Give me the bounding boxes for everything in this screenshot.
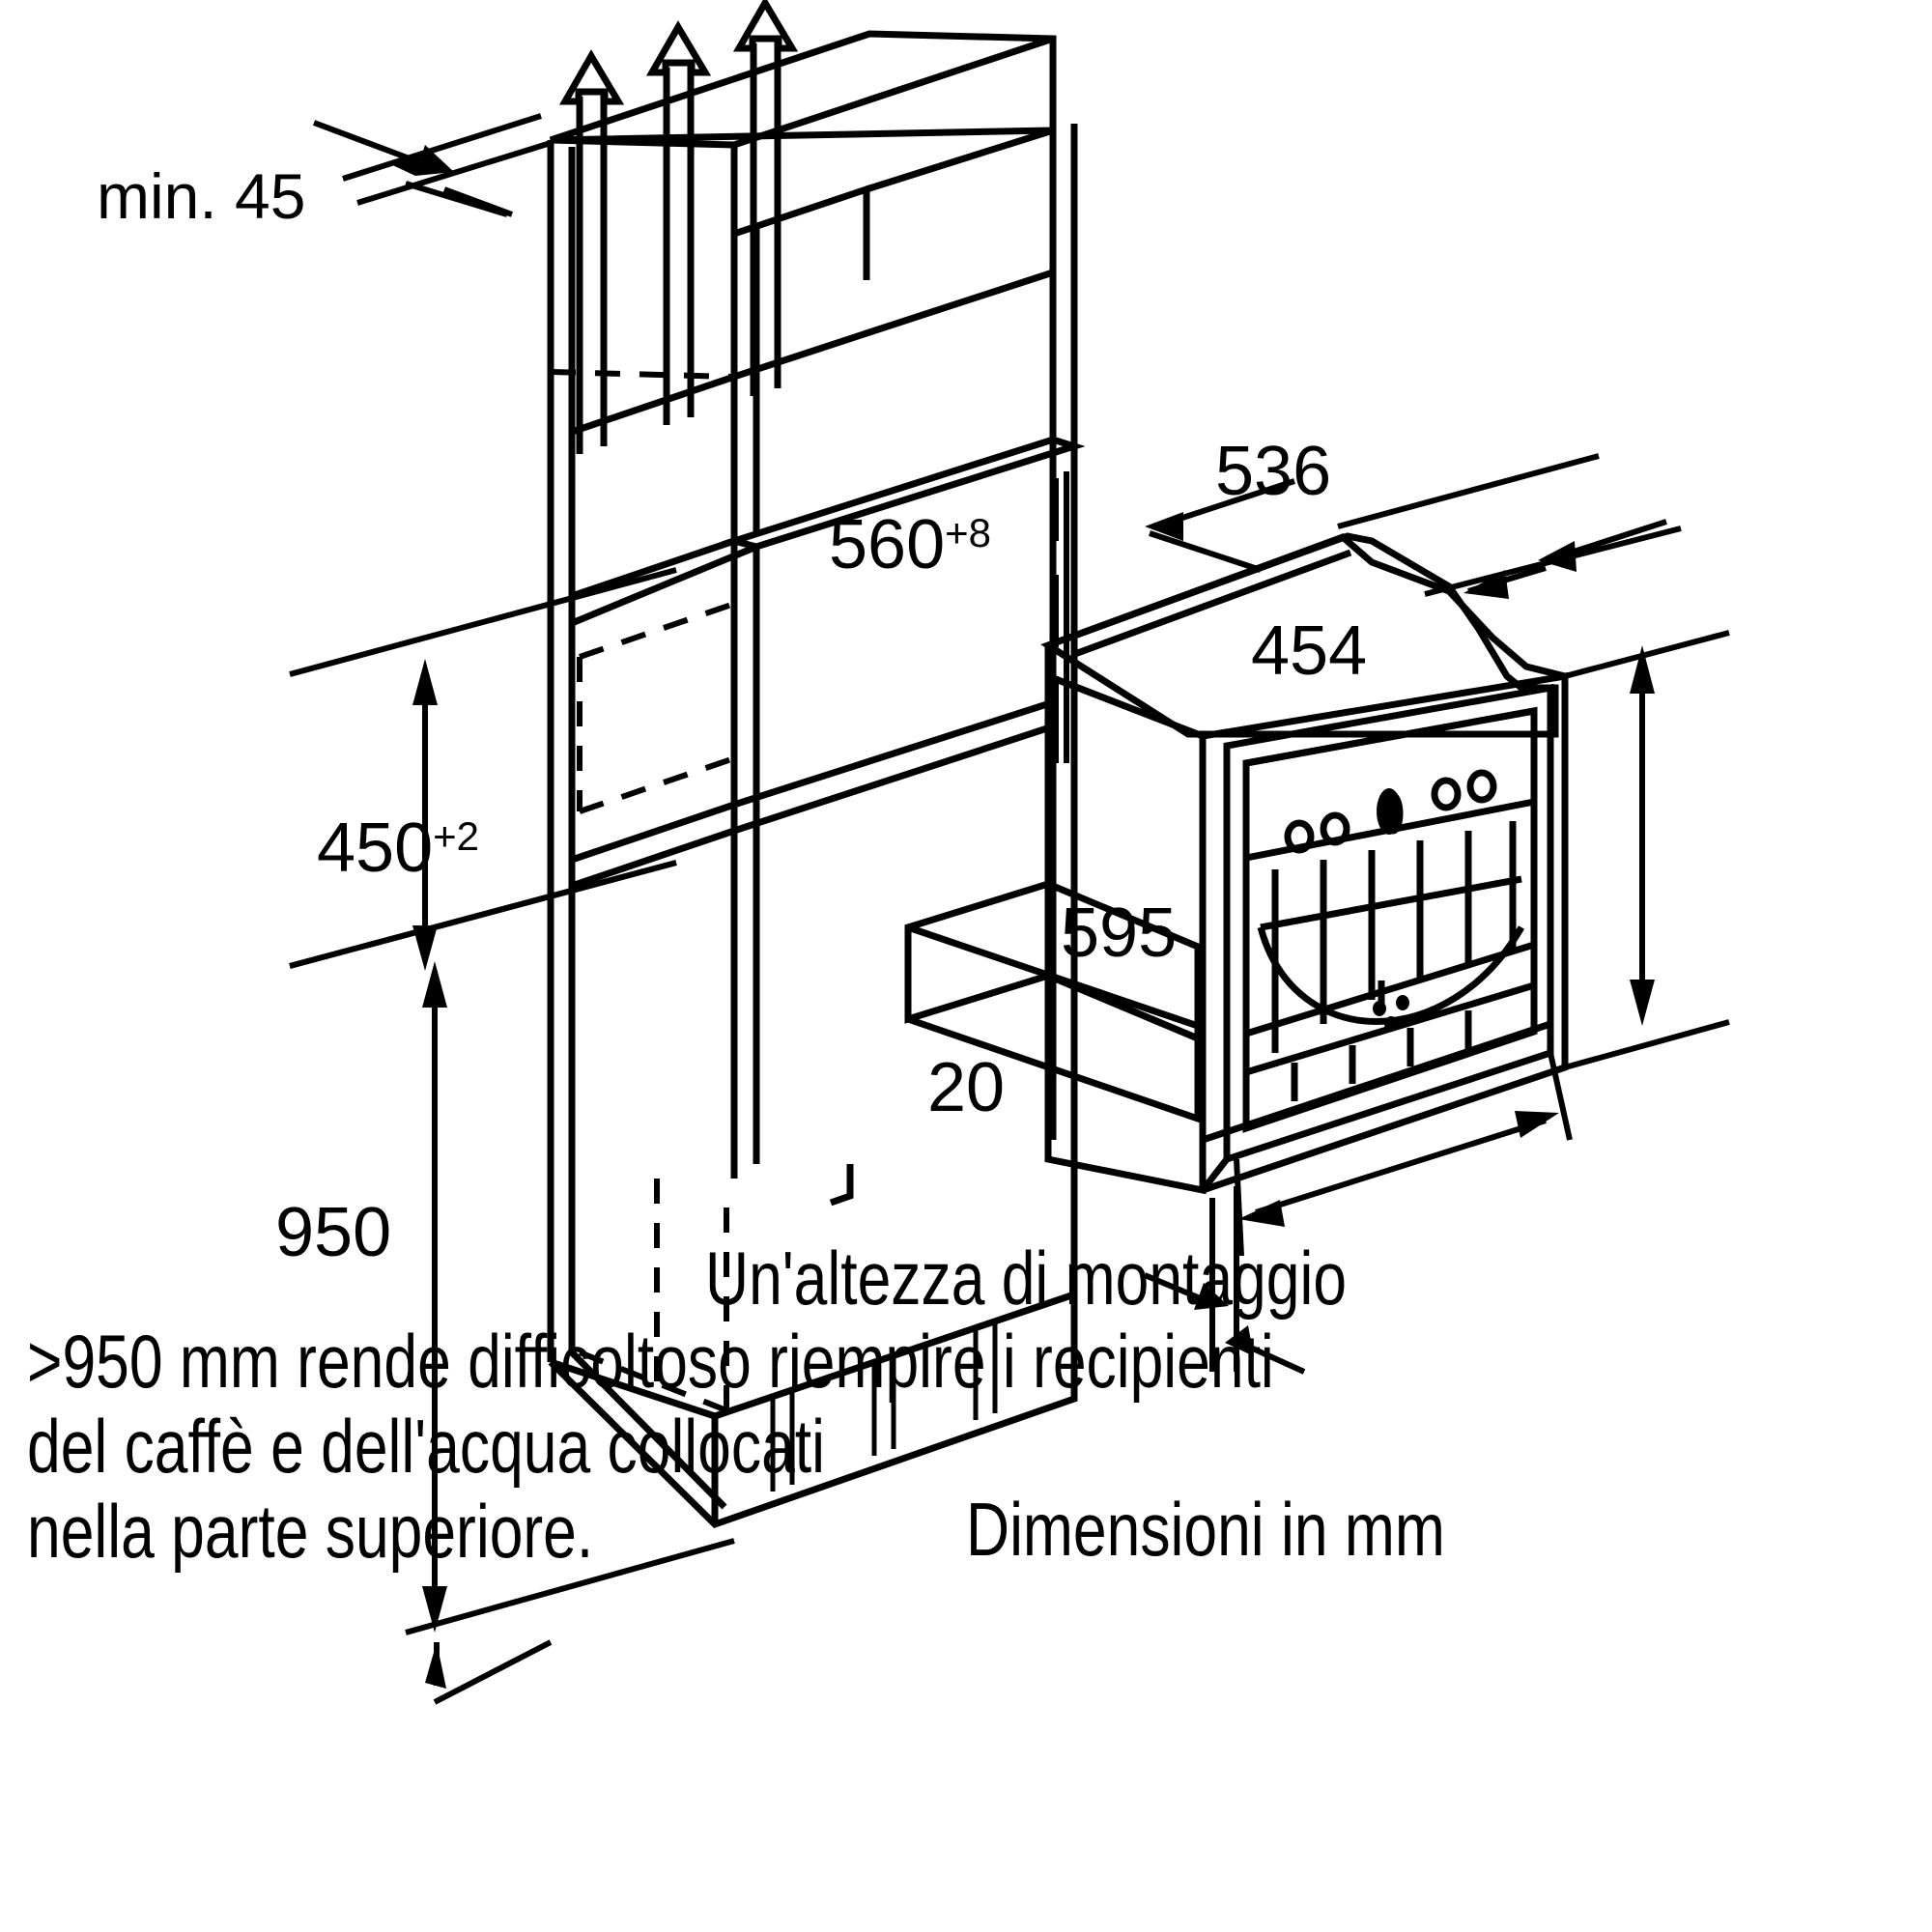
dimension-560 [1053, 471, 1295, 763]
label-560: 560+8 [752, 440, 991, 649]
note-warning-line-2: del caffè e dell'acqua collocati [27, 1404, 825, 1489]
label-450-tolerance: +2 [433, 813, 480, 859]
label-454: 454 [1251, 612, 1368, 690]
label-536: 536 [1215, 433, 1332, 510]
label-20: 20 [927, 1049, 1006, 1126]
note-warning-line-3: nella parte superiore. [27, 1489, 594, 1574]
label-450: 450+2 [240, 744, 479, 952]
dimension-454 [1564, 630, 1730, 1070]
dimension-950 [289, 860, 735, 1635]
label-595: 595 [1061, 895, 1178, 972]
label-min-45: min. 45 [97, 160, 306, 232]
leader-line-bottom [425, 1639, 553, 1705]
dimension-20 [1143, 1186, 1306, 1375]
label-450-value: 450 [317, 810, 434, 887]
dimension-536 [1337, 453, 1682, 599]
label-560-value: 560 [829, 506, 946, 583]
note-units: Dimensioni in mm [966, 1487, 1445, 1572]
coffee-machine [904, 532, 1569, 1195]
label-560-tolerance: +8 [945, 510, 992, 555]
ventilation-airflow-arrows [558, 0, 799, 454]
note-warning-line-1: >950 mm rende difficoltoso riempire i re… [27, 1319, 1274, 1404]
label-950: 950 [275, 1194, 392, 1271]
dimension-min45 [312, 113, 552, 217]
note-warning-lead: Un'altezza di montaggio [705, 1236, 1348, 1321]
dimension-595 [1234, 1052, 1573, 1257]
